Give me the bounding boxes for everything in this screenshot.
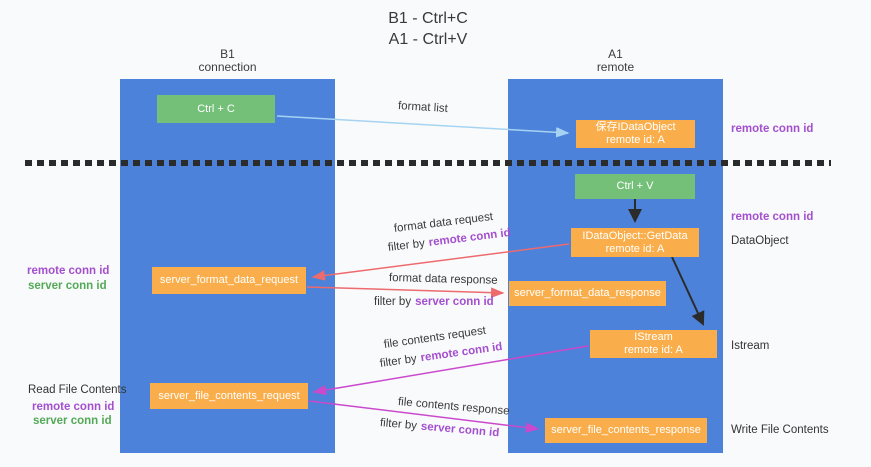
left-annotation-read-file-contents: Read File Contents bbox=[28, 384, 127, 396]
right-column-subtitle: remote bbox=[596, 60, 635, 74]
session-divider-dashed-line bbox=[25, 160, 831, 166]
left-annotation-server-conn-id-1: server conn id bbox=[28, 280, 107, 292]
server-format-data-request-node: server_format_data_request bbox=[152, 267, 306, 294]
server-file-contents-response-label: server_file_contents_response bbox=[551, 424, 701, 436]
save-idataobject-line1: 保存IDataObject bbox=[595, 121, 676, 133]
diagram-title: B1 - Ctrl+C A1 - Ctrl+V bbox=[353, 8, 503, 50]
filter-by-text: filter by bbox=[379, 352, 418, 370]
filter-server-conn-id: server conn id bbox=[415, 296, 494, 308]
filter-by-text: filter by bbox=[374, 296, 412, 308]
istream-line2: remote id: A bbox=[624, 344, 683, 356]
save-idataobject-node: 保存IDataObject remote id: A bbox=[576, 120, 695, 148]
diagram-title-line2: A1 - Ctrl+V bbox=[388, 31, 468, 48]
left-annotation-remote-conn-id-1: remote conn id bbox=[27, 265, 110, 277]
filter-remote-conn-id: remote conn id bbox=[428, 226, 512, 249]
diagram-title-line1: B1 - Ctrl+C bbox=[388, 10, 468, 27]
arrow-format-data-response bbox=[306, 286, 505, 298]
filter-by-text: filter by bbox=[379, 417, 418, 433]
server-format-data-response-label: server_format_data_response bbox=[514, 287, 661, 299]
left-annotation-remote-conn-id-2: remote conn id bbox=[32, 401, 115, 413]
left-column-name: B1 bbox=[220, 47, 235, 61]
right-annotation-remote-conn-id-1: remote conn id bbox=[731, 123, 814, 135]
right-column-header: A1 remote bbox=[508, 48, 723, 74]
server-file-contents-request-node: server_file_contents_request bbox=[150, 383, 308, 409]
label-file-contents-response: file contents response bbox=[397, 396, 510, 418]
ctrl-c-label: Ctrl + C bbox=[197, 102, 235, 115]
left-column-subtitle: connection bbox=[198, 60, 257, 74]
right-annotation-dataobject: DataObject bbox=[731, 235, 789, 247]
server-file-contents-response-node: server_file_contents_response bbox=[545, 418, 707, 443]
right-annotation-istream: Istream bbox=[731, 340, 770, 352]
server-format-data-request-label: server_format_data_request bbox=[159, 274, 299, 286]
idataobject-getdata-node: IDataObject::GetData remote id: A bbox=[571, 228, 699, 257]
ctrl-c-node: Ctrl + C bbox=[157, 95, 275, 123]
server-file-contents-request-label: server_file_contents_request bbox=[158, 389, 300, 402]
filter-by-text: filter by bbox=[387, 237, 426, 254]
istream-node: IStream remote id: A bbox=[590, 330, 717, 358]
getdata-line2: remote id: A bbox=[605, 242, 665, 255]
save-idataobject-line2: remote id: A bbox=[606, 134, 665, 146]
getdata-line1: IDataObject::GetData bbox=[582, 229, 688, 242]
left-column-header: B1 connection bbox=[120, 48, 335, 74]
left-annotation-server-conn-id-2: server conn id bbox=[33, 415, 112, 427]
right-column-name: A1 bbox=[608, 47, 623, 61]
ctrl-v-label: Ctrl + V bbox=[616, 180, 654, 192]
label-format-list: format list bbox=[397, 100, 449, 116]
ctrl-v-node: Ctrl + V bbox=[575, 174, 695, 199]
istream-line1: IStream bbox=[634, 331, 673, 343]
server-format-data-response-node: server_format_data_response bbox=[509, 281, 666, 306]
filter-server-conn-id: server conn id bbox=[420, 420, 500, 440]
filter-remote-conn-id: remote conn id bbox=[419, 340, 504, 365]
right-annotation-write-file-contents: Write File Contents bbox=[731, 424, 829, 436]
right-annotation-remote-conn-id-2: remote conn id bbox=[731, 211, 814, 223]
label-format-data-response: format data response bbox=[388, 272, 498, 287]
